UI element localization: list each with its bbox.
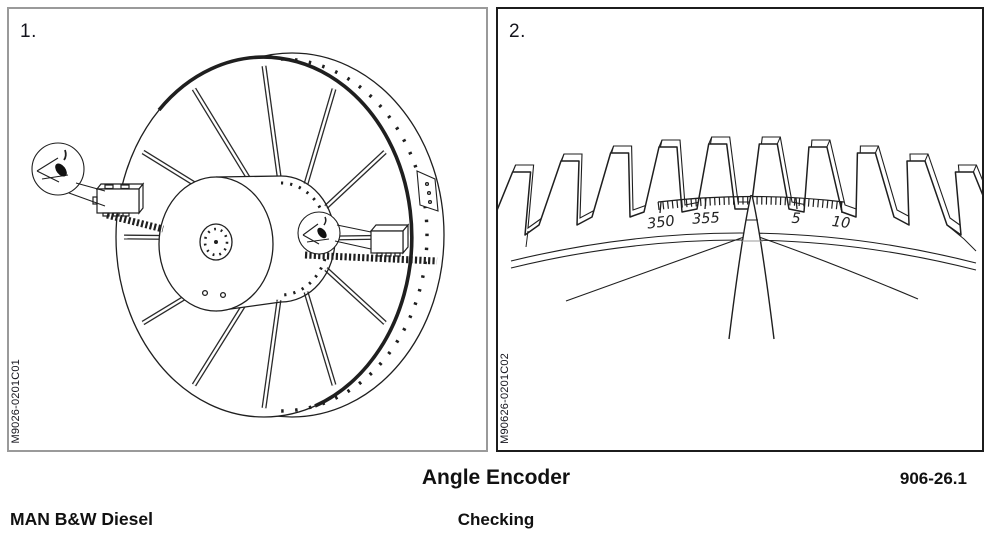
rim-bracket <box>416 170 439 212</box>
figure-2-drawing-number: M90626-0201C02 <box>499 353 511 444</box>
section-number: 906-26.1 <box>899 469 967 488</box>
degree-scale-labels: 350 355 5 10 <box>646 210 851 232</box>
pickup-sensor-left <box>92 182 145 217</box>
sensor-callout-left <box>31 142 106 207</box>
scale-label-355: 355 <box>692 210 720 227</box>
pointer-needle <box>728 194 775 340</box>
page-title: Angle Encoder <box>421 466 571 489</box>
sensor-eye-icon <box>36 149 69 183</box>
guide-curves <box>565 236 919 302</box>
flywheel-diagram <box>31 52 445 418</box>
manufacturer-name: MAN B&W Diesel <box>10 509 153 529</box>
figure-1-label: 1. <box>20 21 37 42</box>
toothed-rack-right <box>304 251 438 265</box>
hub-hole <box>201 289 209 297</box>
gear-scale-diagram: 350 355 5 10 <box>498 136 982 340</box>
hub-center-boss <box>199 223 233 261</box>
scale-label-5: 5 <box>791 211 801 227</box>
hub-hole <box>219 291 227 299</box>
pickup-sensor-right <box>369 223 410 257</box>
figure-1-drawing-number: M9026-0201C01 <box>10 359 22 444</box>
toothed-rack-left <box>106 211 164 233</box>
flywheel-hub <box>158 175 336 312</box>
figure-1-panel: 1. M9026-0201C01 <box>7 7 488 452</box>
page-subtitle: Checking <box>457 510 535 529</box>
figure-2-label: 2. <box>509 21 526 42</box>
scale-label-10: 10 <box>831 214 851 232</box>
figure-2-panel: 350 355 5 10 2. M90626-0201C02 <box>496 7 984 452</box>
sensor-eye-icon <box>302 216 330 245</box>
scale-label-350: 350 <box>646 213 675 232</box>
sensor-callout-right <box>297 211 372 255</box>
